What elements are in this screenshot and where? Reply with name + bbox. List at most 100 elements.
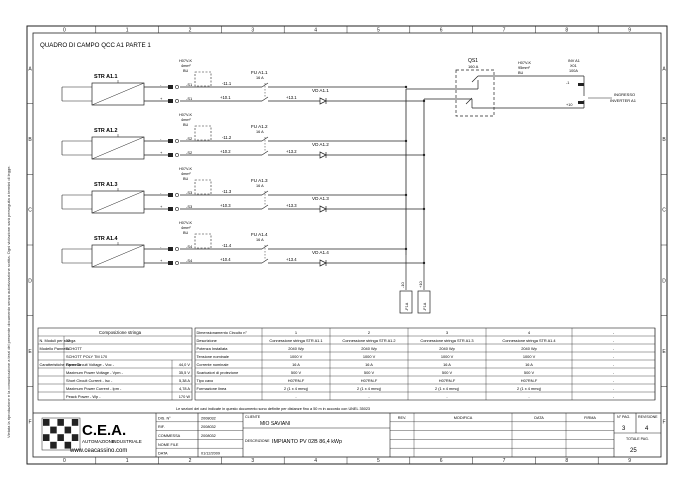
row-marker-left: B xyxy=(28,137,32,143)
composition-row-unit: 4,78 A xyxy=(179,386,190,391)
node-label: +13.1 xyxy=(286,95,297,100)
protection-box xyxy=(194,125,212,141)
out-cable-type: H07V-K xyxy=(518,61,532,65)
circuits-cell: 16 A xyxy=(365,362,373,367)
out-cable-color: BU xyxy=(518,71,524,75)
circuits-cell: - xyxy=(613,386,615,391)
terminal-pos-label: -S4 xyxy=(186,258,193,263)
col-marker-bottom: 0 xyxy=(63,458,66,464)
terminal-neg-label: -S1 xyxy=(186,82,193,87)
out-wire-pos-label: +10 xyxy=(566,103,572,107)
col-marker-top: 8 xyxy=(565,28,568,34)
rev-label: REVISIONE xyxy=(638,415,658,419)
qs1-switch-box xyxy=(455,69,495,117)
rev-header: FIRMA xyxy=(584,416,596,420)
composition-row-value: Maximum Power Voltage - Vpm - xyxy=(66,370,124,375)
col-marker-bottom: 8 xyxy=(565,458,568,464)
out-terminal-code: X01 xyxy=(570,64,577,68)
logo-grid-cells xyxy=(43,419,79,449)
wire-pos-label: +10.2 xyxy=(220,149,231,154)
row-marker-right: A xyxy=(662,66,666,72)
circuits-cell: Connessione stringa STR A1.3 xyxy=(420,338,473,343)
pv-module-diagonal xyxy=(91,136,145,160)
logo-grid-cell xyxy=(57,434,64,441)
circuits-cell: - xyxy=(613,394,615,399)
fuse-rating: 16 A xyxy=(256,238,264,242)
pos-sign: + xyxy=(160,204,163,209)
cable-section: 4mm² xyxy=(181,226,191,230)
circuit-number: 4 xyxy=(528,330,531,335)
col-marker-top: 0 xyxy=(63,28,66,34)
cable-color: BU xyxy=(183,123,189,127)
row-marker-left: A xyxy=(28,66,32,72)
col-marker-bottom: 2 xyxy=(189,458,192,464)
col-marker-bottom: 6 xyxy=(440,458,443,464)
col-marker-bottom: 3 xyxy=(251,458,254,464)
col-marker-top: 9 xyxy=(628,28,631,34)
circuits-row-label: Descrizione xyxy=(197,338,217,343)
spd-box-negative xyxy=(399,290,413,314)
terminal-neg-screw-icon xyxy=(175,139,179,143)
circuits-cell: - xyxy=(446,394,448,399)
logo-grid-cell xyxy=(71,419,79,426)
logo-sub1: AUTOMAZIONE xyxy=(82,439,115,444)
neg-sign: - xyxy=(160,136,162,141)
circuits-cell: - xyxy=(613,362,615,367)
fuse-neg-blade xyxy=(261,244,269,250)
fuse-label: FU A1.3 xyxy=(251,178,268,183)
fuse-pos-blade xyxy=(261,96,269,102)
circuits-cell: Connessione stringa STR A1.4 xyxy=(502,338,556,343)
circuits-cell: 2 (1 x 4 mmq) xyxy=(517,386,542,391)
terminal-pos-icon xyxy=(168,99,173,103)
pos-sign: + xyxy=(160,258,163,263)
terminal-pos-icon xyxy=(168,153,173,157)
composition-row-value: Peack Power - Wp - xyxy=(66,394,101,399)
circuits-cell: 2 (1 x 4 mmq) xyxy=(357,386,382,391)
circuits-cell: 1000 V xyxy=(363,354,376,359)
desc-label: DESCRIZIONE xyxy=(245,439,270,443)
circuits-cell: - xyxy=(368,394,370,399)
circuits-cell: 500 V xyxy=(291,370,302,375)
circuits-cell: 500 V xyxy=(524,370,535,375)
terminal-pos-label: -S2 xyxy=(186,150,193,155)
composition-header: Composizione stringa xyxy=(99,330,142,335)
circuits-row-label: Formazione linea xyxy=(197,386,228,391)
circuits-cell: H07RN-F xyxy=(439,378,456,383)
neg-sign: - xyxy=(160,190,162,195)
pos-sign: + xyxy=(160,150,163,155)
client-value: MIO SAVIANI xyxy=(260,421,290,427)
fuse-neg-blade xyxy=(261,82,269,88)
logo-sub2: INDUSTRIALE xyxy=(112,439,142,444)
cable-section: 4mm² xyxy=(181,64,191,68)
circuits-cell: H07RN-F xyxy=(288,378,305,383)
field-label: DIS. N° xyxy=(158,416,171,420)
circuits-cell: 500 V xyxy=(442,370,453,375)
circuits-cell: 2 (1 x 4 mmq) xyxy=(435,386,460,391)
out-cable-section: 95mm² xyxy=(518,66,531,70)
row-marker-left: F xyxy=(28,420,31,426)
field-label: COMMESSA xyxy=(158,434,181,438)
circuits-cell: 2040 Wp xyxy=(439,346,455,351)
spd-box-positive xyxy=(417,290,431,314)
cable-type: H07V-K xyxy=(179,167,193,171)
string-circuits: STR A1.1-+-S1-S1H07V-K4mm²BU-11.1+10.1FU… xyxy=(61,59,426,268)
logo-grid-cell xyxy=(64,426,72,434)
node-label: +13.4 xyxy=(286,257,297,262)
cable-section: 4mm² xyxy=(181,172,191,176)
circuit-number: 2 xyxy=(368,330,371,335)
composition-row-label: Caratteristiche Pannello xyxy=(40,362,81,367)
field-value: 2008032 xyxy=(201,416,216,420)
rev-header: REV. xyxy=(398,416,407,420)
composition-row-unit: 170 W xyxy=(179,394,191,399)
circuits-row-label: Potenza Installata xyxy=(197,346,229,351)
fuse-rating: 16 A xyxy=(256,76,264,80)
fuse-label: FU A1.4 xyxy=(251,232,268,237)
col-marker-top: 7 xyxy=(503,28,506,34)
title-block: C.E.A. AUTOMAZIONE INDUSTRIALE www.ceaca… xyxy=(33,412,661,457)
sheet-title: QUADRO DI CAMPO QCC A1 PARTE 1 xyxy=(40,42,151,49)
circuit-number: - xyxy=(613,330,615,335)
terminal-neg-icon xyxy=(168,247,173,251)
circuits-row-label: Tensione nominale xyxy=(197,354,229,359)
